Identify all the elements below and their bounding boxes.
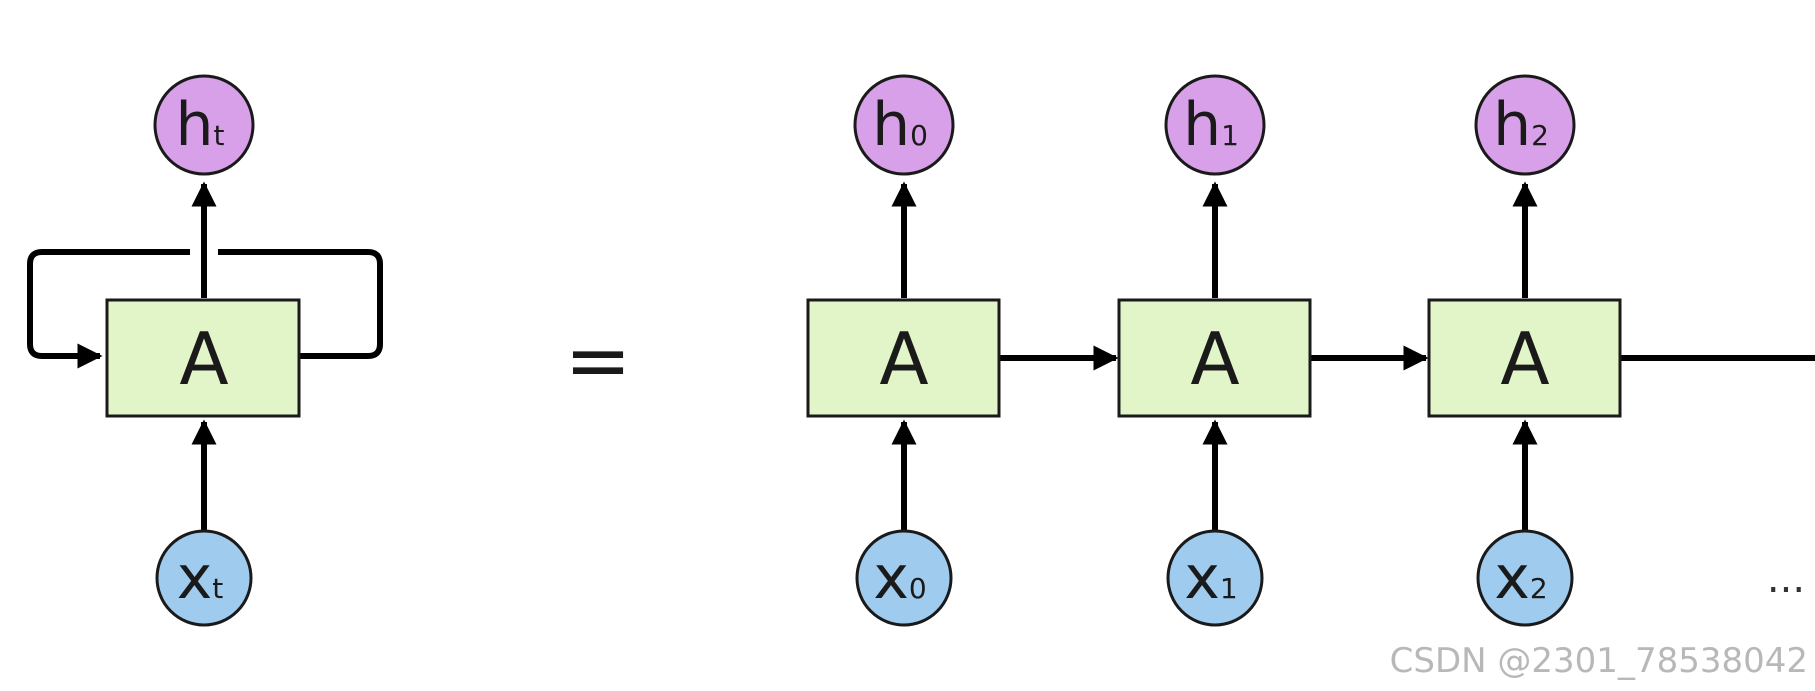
input-node [1476,529,1574,627]
output-node [853,74,955,176]
cell-box [1427,298,1622,418]
folded-cell-label: A [179,317,228,401]
unrolled-step: A h0 x0 [806,74,1001,627]
folded-output-label: ht [175,90,224,160]
folded-input-label: xt [177,543,224,613]
input-node [855,529,953,627]
unrolled-step: A h2 x2 [1427,74,1622,627]
cell-label: A [1190,317,1239,401]
folded-input-node [155,529,253,627]
input-node [1166,529,1264,627]
output-label: h0 [872,90,928,160]
folded-cell-box [105,298,301,418]
output-label: h1 [1183,90,1239,160]
equals-sign: = [564,314,631,407]
cell-label: A [1500,317,1549,401]
watermark: CSDN @2301_78538042 [1390,641,1808,681]
output-node [1474,74,1576,176]
input-label: x1 [1184,543,1237,613]
unrolled-step: A h1 x1 [1117,74,1312,627]
folded-output-node [153,74,255,176]
unrolled-rnn: A h0 x0 A h1 x1 A h2 x2 [806,74,1815,627]
cell-box [1117,298,1312,418]
recurrent-loop-arrow [27,249,383,356]
folded-rnn: A ht xt [27,74,383,627]
output-label: h2 [1493,90,1549,160]
input-label: x0 [873,543,926,613]
output-node [1164,74,1266,176]
input-label: x2 [1494,543,1547,613]
cell-box [806,298,1001,418]
continuation-ellipsis: ... [1767,556,1805,602]
cell-label: A [879,317,928,401]
